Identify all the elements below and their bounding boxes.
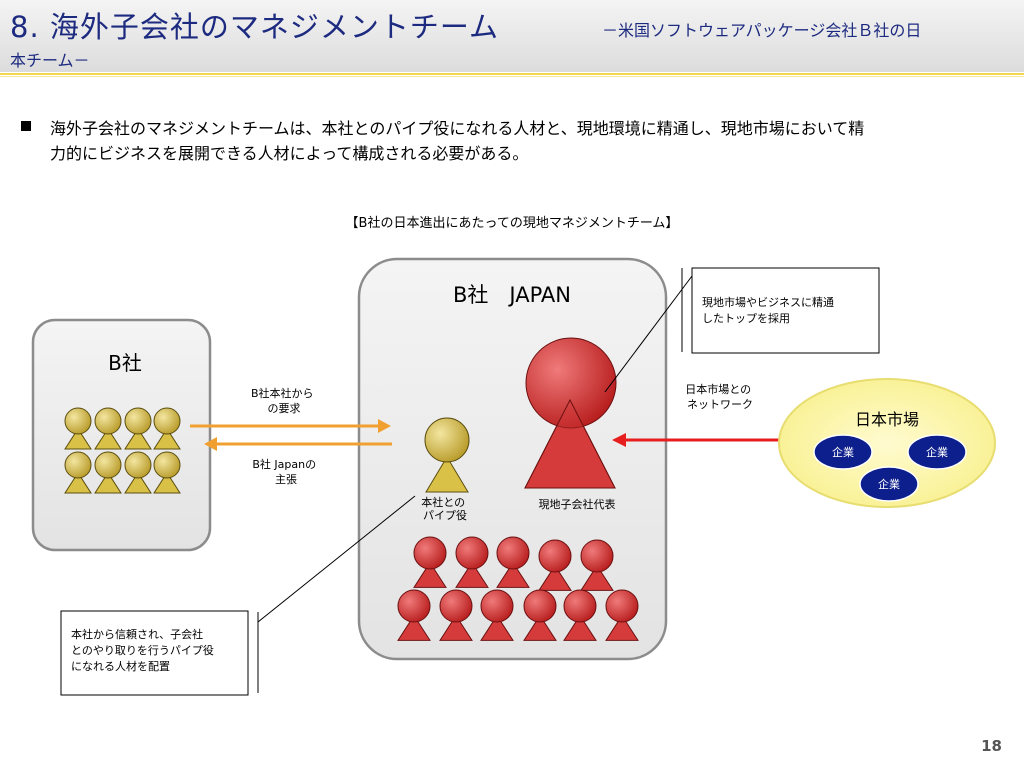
japan-staff-person-icon [580, 539, 614, 591]
company-label: 企業 [926, 445, 948, 459]
slide-subtitle-line1: －米国ソフトウェアパッケージ会社Ｂ社の日 [602, 21, 922, 40]
claim-arrow-label: B社 Japanの 主張 [252, 457, 319, 486]
bullet-text-line2: 力的にビジネスを展開できる人材によって構成される必要がある。 [50, 144, 529, 163]
japan-staff-person-icon [439, 589, 473, 641]
bullet-square-icon [21, 121, 31, 131]
claim-arrow [204, 437, 392, 451]
callout-top: 現地市場やビジネスに精通 したトップを採用 [604, 267, 880, 393]
hq-people-group [64, 407, 181, 494]
japan-staff-group [397, 536, 639, 641]
hq-staff-person-icon [64, 451, 92, 494]
japan-staff-person-icon [480, 589, 514, 641]
japan-staff-person-icon [538, 539, 572, 591]
japan-staff-person-icon [413, 536, 447, 588]
header-bar [0, 0, 1024, 72]
pipe-person-icon [424, 417, 470, 493]
diagram-caption: 【B社の日本進出にあたっての現地マネジメントチーム】 [345, 216, 679, 231]
hq-staff-person-icon [94, 407, 122, 450]
japan-staff-person-icon [455, 536, 489, 588]
bullet-text: 海外子会社のマネジメントチームは、本社とのパイプ役になれる人材と、現地環境に精通… [50, 116, 1010, 166]
request-arrow-label: B社本社から の要求 [251, 386, 317, 415]
header-rule-thin [0, 76, 1024, 77]
japan-staff-person-icon [563, 589, 597, 641]
callout-top-text: 現地市場やビジネスに精通 したトップを採用 [702, 295, 838, 325]
hq-staff-person-icon [64, 407, 92, 450]
slide-title: 8. 海外子会社のマネジメントチーム [10, 10, 500, 44]
hq-staff-person-icon [153, 407, 181, 450]
callout-bottom: 本社から信頼され、子会社 とのやり取りを行うパイプ役 になれる人材を配置 [60, 495, 416, 696]
network-label: 日本市場との ネットワーク [685, 382, 754, 411]
page-number: 18 [981, 737, 1002, 755]
japan-market-label: 日本市場 [855, 410, 919, 429]
hq-staff-person-icon [94, 451, 122, 494]
company-node: 企業 [813, 434, 873, 470]
hq-box-label: B社 [108, 351, 142, 375]
hq-staff-person-icon [124, 407, 152, 450]
local-rep-person-icon [524, 337, 617, 489]
bullet-text-line1: 海外子会社のマネジメントチームは、本社とのパイプ役になれる人材と、現地環境に精通… [50, 119, 865, 138]
japan-staff-person-icon [397, 589, 431, 641]
pipe-person-label: 本社との パイプ役 [421, 495, 468, 522]
japan-staff-person-icon [523, 589, 557, 641]
company-node: 企業 [907, 434, 967, 470]
slide-subtitle-line2: 本チーム－ [10, 51, 90, 70]
header-rule [0, 73, 1024, 75]
request-arrow [190, 419, 391, 433]
japan-box-label: B社 JAPAN [453, 283, 571, 307]
japan-market-ellipse [778, 378, 996, 508]
company-label: 企業 [878, 477, 900, 491]
callout-bottom-text: 本社から信頼され、子会社 とのやり取りを行うパイプ役 になれる人材を配置 [71, 627, 217, 673]
company-label: 企業 [832, 445, 854, 459]
hq-staff-person-icon [124, 451, 152, 494]
local-rep-label: 現地子会社代表 [539, 497, 616, 511]
hq-staff-person-icon [153, 451, 181, 494]
japan-staff-person-icon [605, 589, 639, 641]
company-node: 企業 [859, 466, 919, 502]
japan-staff-person-icon [496, 536, 530, 588]
